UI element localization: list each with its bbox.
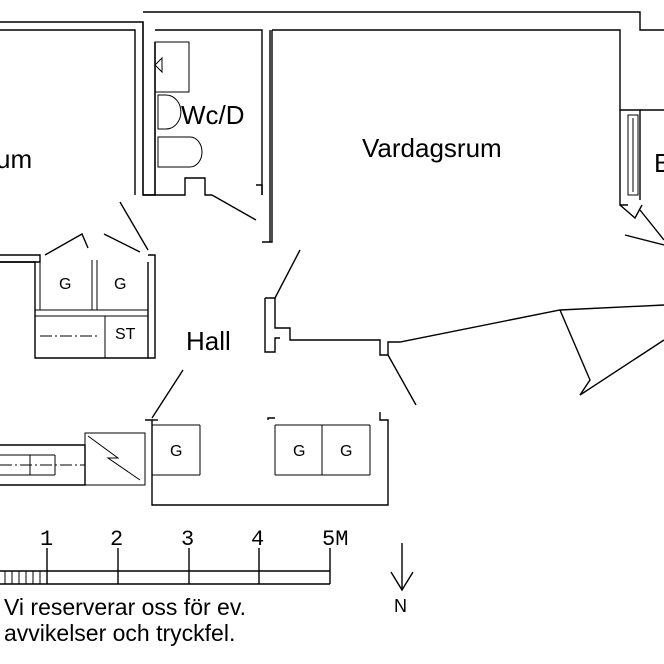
closet-label: G <box>114 276 126 293</box>
room-label-right: B <box>654 148 664 178</box>
closet-label: G <box>293 443 305 460</box>
walls <box>0 11 664 506</box>
shower <box>157 136 203 168</box>
disclaimer-line-2: avvikelser och tryckfel. <box>4 620 235 646</box>
wc-fixtures <box>154 41 203 168</box>
compass-arrow-icon <box>390 543 414 592</box>
scale-tick-label: 4 <box>251 527 264 552</box>
scale-hatch <box>4 571 41 584</box>
room-label-living: Vardagsrum <box>362 133 502 163</box>
scale-tick-label: 3 <box>181 527 194 552</box>
closet-label: G <box>59 276 71 293</box>
compass-label: N <box>394 596 407 616</box>
scale-tick-label: 1 <box>40 527 53 552</box>
closet-label: G <box>340 443 352 460</box>
storage-label: ST <box>115 326 136 343</box>
sink <box>154 41 190 93</box>
room-label-hall: Hall <box>186 326 231 356</box>
scale-bar: 1 2 3 4 5M <box>0 527 348 585</box>
scale-tick-label: 5M <box>322 527 348 552</box>
door-swings <box>44 194 664 419</box>
disclaimer-line-1: Vi reserverar oss för ev. <box>4 594 246 620</box>
toilet <box>157 94 182 130</box>
room-label-wc: Wc/D <box>181 100 245 130</box>
closet-label: G <box>170 443 182 460</box>
scale-tick-label: 2 <box>110 527 123 552</box>
room-label-left: um <box>0 144 32 174</box>
